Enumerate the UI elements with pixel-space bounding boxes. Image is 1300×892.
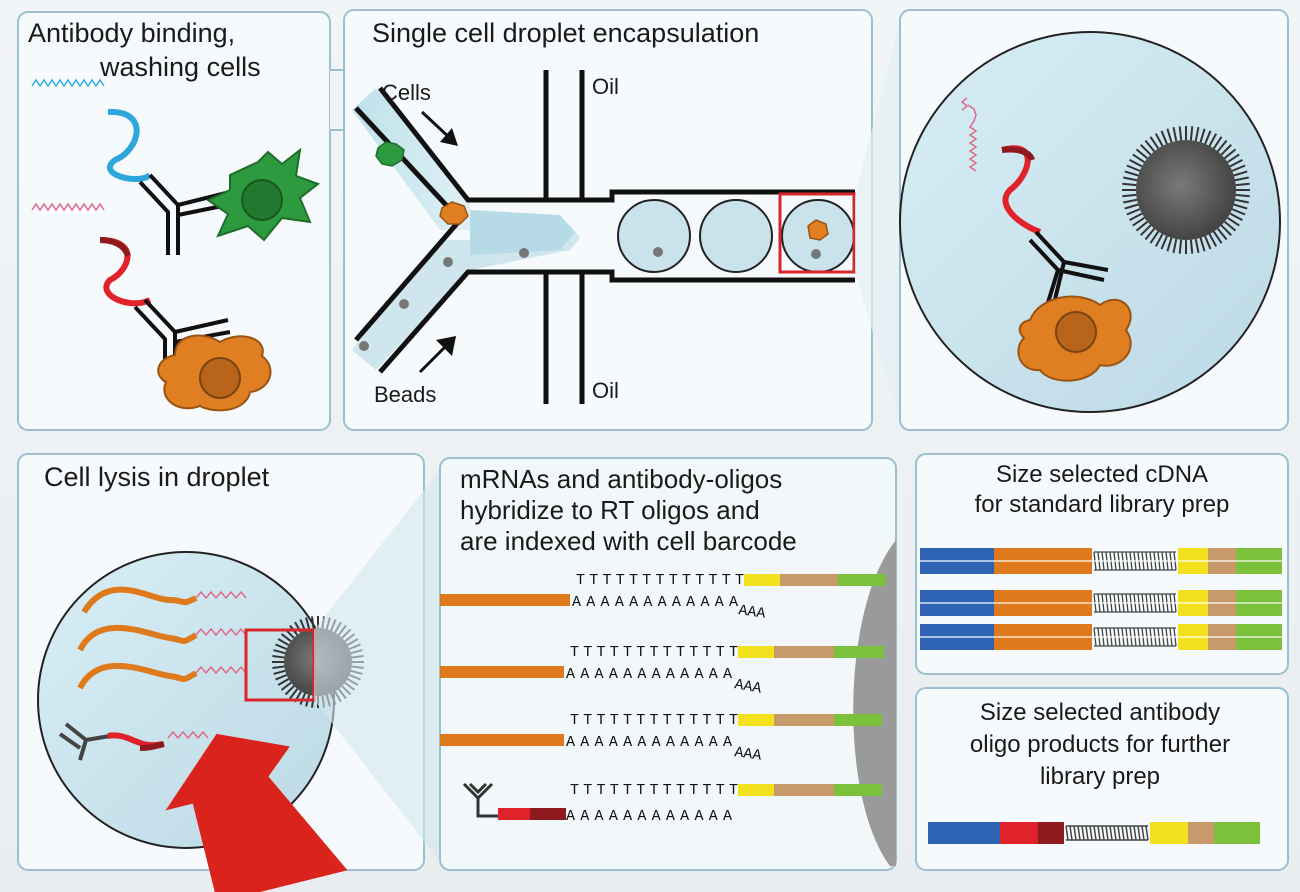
nucleus-icon — [241, 179, 283, 221]
bead-dots — [359, 248, 529, 351]
arrow-head — [440, 128, 458, 146]
zoom-box — [778, 192, 856, 274]
cells-label: Cells — [382, 80, 431, 105]
antibody-oligo-line-2: oligo products for further — [970, 731, 1230, 758]
oligo-tail — [960, 97, 978, 172]
droplets — [617, 199, 855, 273]
hybridize-line-2: hybridize to RT oligos and — [460, 495, 760, 525]
antibody-icon — [462, 782, 500, 818]
antibody-library-row — [928, 822, 1260, 844]
hybridize-line-3: are indexed with cell barcode — [460, 526, 797, 556]
blue-oligo — [107, 108, 153, 183]
nucleus-icon — [1055, 311, 1097, 353]
cdna-library-row — [920, 624, 1282, 650]
t-strand: TTTTTTTTTTTTT — [576, 572, 744, 589]
arrow-icon — [418, 342, 450, 374]
blue-oligo-tail — [31, 78, 105, 88]
polya-tails — [167, 590, 247, 740]
cdna-line-2: for standard library prep — [975, 491, 1230, 518]
t-strand: TTTTTTTTTTTTT — [570, 782, 738, 799]
panel-cdna: Size selected cDNA for standard library … — [915, 453, 1289, 675]
dark-red-oligo — [139, 741, 165, 751]
a-tail: AAA — [737, 602, 766, 623]
t-strand: TTTTTTTTTTTTT — [570, 712, 738, 729]
cdna-line-1: Size selected cDNA — [996, 461, 1208, 488]
panel-cell-lysis: Cell lysis in droplet — [17, 453, 425, 871]
antibody-binding-title-2: washing cells — [99, 52, 261, 82]
zoom-cone — [855, 12, 902, 430]
bead-icon — [811, 249, 821, 259]
oil-top-label: Oil — [592, 74, 619, 99]
panel-antibody-oligo: Size selected antibody oligo products fo… — [915, 687, 1289, 871]
cdna-library-row — [920, 548, 1282, 574]
beads-label: Beads — [374, 382, 436, 407]
bead-icon — [1122, 126, 1250, 254]
bead-channel-fill — [352, 225, 580, 370]
zoom-cone — [314, 470, 440, 862]
panel-hybridize: mRNAs and antibody-oligos hybridize to R… — [439, 457, 897, 871]
panel-zoomed-droplet — [899, 9, 1289, 431]
mrna-bar — [440, 666, 564, 678]
panel-antibody-binding: Antibody binding, washing cells — [17, 11, 331, 431]
cell-icon — [807, 219, 829, 241]
encapsulation-title: Single cell droplet encapsulation — [372, 18, 759, 48]
a-tail: AAA — [733, 676, 763, 697]
antibody-icon — [58, 722, 111, 761]
antibody-oligo-line-1: Size selected antibody — [980, 699, 1220, 726]
hybrid-row-antibody: TTTTTTTTTTTTT AAAAAAAAAAAA — [462, 782, 882, 825]
mrna-bar — [440, 594, 570, 606]
bead-icon — [653, 247, 663, 257]
pointer-arrow-icon — [165, 733, 348, 892]
a-tail: AAA — [733, 744, 762, 765]
cell-icon — [439, 201, 469, 225]
oil-bottom-label: Oil — [592, 378, 619, 403]
arrow-head — [436, 336, 456, 356]
cdna-library-rows — [920, 548, 1282, 650]
antibody-binding-title-1: Antibody binding, — [28, 18, 235, 48]
hybridize-line-1: mRNAs and antibody-oligos — [460, 464, 782, 494]
t-strand: TTTTTTTTTTTTT — [570, 644, 738, 661]
cell-channel-fill — [352, 88, 470, 230]
mrna-bar — [440, 734, 564, 746]
merge-channel-fill — [470, 210, 575, 255]
nucleus-icon — [199, 357, 241, 399]
cell-lysis-title: Cell lysis in droplet — [44, 462, 270, 492]
mrna-strands — [77, 586, 198, 690]
cdna-library-row — [920, 590, 1282, 616]
red-oligo-tail — [31, 202, 105, 212]
panel-encapsulation: Single cell droplet encapsulation Cells … — [343, 9, 873, 431]
cell-icon — [375, 141, 405, 167]
dark-red-oligo — [99, 237, 131, 258]
dark-red-oligo — [1001, 146, 1035, 162]
antibody-oligo-line-3: library prep — [1040, 763, 1160, 790]
